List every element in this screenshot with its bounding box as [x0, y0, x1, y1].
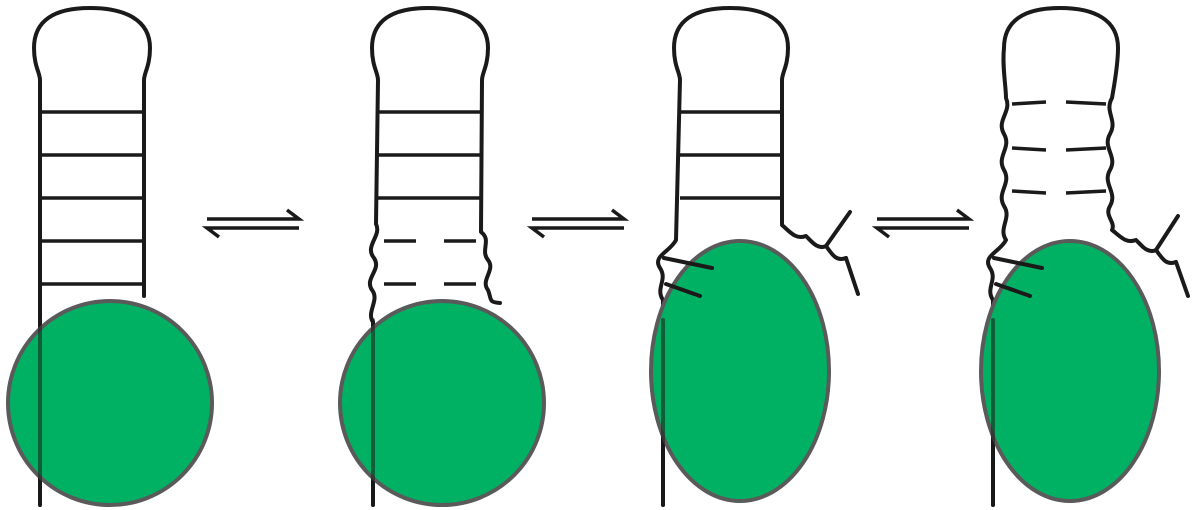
base-pair-rungs: [40, 112, 144, 284]
protein-blob: [651, 241, 829, 501]
broken-base-pairs: [1012, 102, 1106, 193]
equilibrium-arrows-icon: [877, 210, 969, 237]
state-2: [340, 8, 544, 505]
protein-blob: [981, 241, 1159, 501]
broken-base-pairs: [384, 241, 476, 284]
equilibrium-arrows-icon: [532, 210, 624, 237]
base-pair-rungs: [378, 112, 482, 198]
state-4: [981, 8, 1188, 505]
equilibrium-arrows-icon: [207, 210, 299, 237]
protein-blob: [340, 301, 544, 505]
state-3: [651, 8, 858, 505]
state-1: [8, 8, 212, 505]
base-pair-rungs: [680, 112, 782, 198]
